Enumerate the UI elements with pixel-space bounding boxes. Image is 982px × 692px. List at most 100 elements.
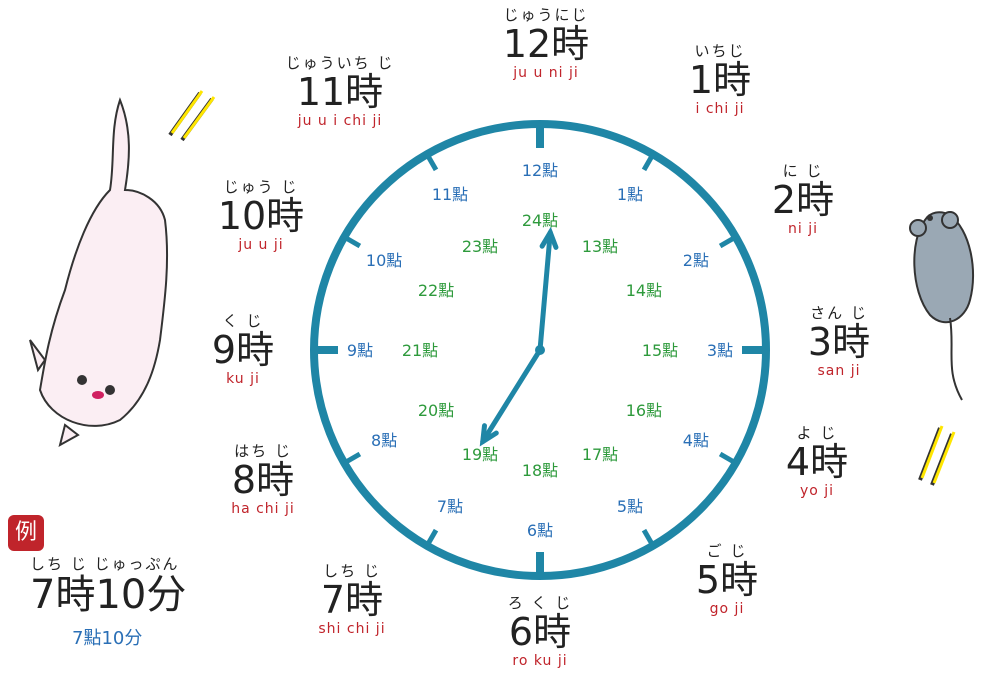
- kanji-label: 2時: [771, 178, 835, 222]
- furigana: じゅう じ: [223, 178, 299, 196]
- kanji-label: 12時: [502, 22, 590, 66]
- hour-label-24h: 15點: [642, 341, 678, 360]
- furigana: はち じ: [234, 442, 292, 460]
- example-label: 7時10分: [30, 572, 187, 618]
- hour-label-11: じゅういち じ 11時 ju u i chi ji: [270, 52, 410, 129]
- clock-center: [535, 345, 545, 355]
- romaji: go ji: [709, 600, 745, 617]
- clock-hands: [479, 226, 559, 447]
- romaji: ju u i chi ji: [297, 112, 383, 129]
- kanji-label: 8時: [231, 458, 295, 502]
- mouse-illustration: [909, 211, 974, 401]
- hour-label-24h: 21點: [402, 341, 438, 360]
- hour-label-8: はち じ 8時 ha chi ji: [208, 440, 318, 517]
- hour-label-12: じゅうにじ 12時 ju u ni ji: [476, 4, 616, 81]
- furigana: よ じ: [796, 424, 838, 442]
- hour-label-4: よ じ 4時 yo ji: [762, 422, 872, 499]
- clock-tick: [718, 234, 737, 249]
- furigana: しち じ: [323, 562, 381, 580]
- minute-hand: [537, 229, 553, 353]
- hour-label-2: に じ 2時 ni ji: [748, 160, 858, 237]
- cat-illustration: [29, 97, 169, 447]
- hour-label-24h: 17點: [582, 445, 618, 464]
- romaji: san ji: [817, 362, 861, 379]
- hour-label-6: ろ く じ 6時 ro ku ji: [480, 592, 600, 669]
- romaji: ro ku ji: [512, 652, 568, 669]
- hour-hand-arrow: [479, 423, 499, 447]
- hour-label-12h: 8點: [371, 431, 397, 450]
- hour-label-12h: 6點: [527, 521, 553, 540]
- kanji-label: 10時: [217, 194, 305, 238]
- motion-lines-icon-right: [918, 425, 956, 486]
- romaji: shi chi ji: [318, 620, 386, 637]
- kanji-label: 3時: [807, 320, 871, 364]
- furigana: ご じ: [706, 542, 748, 560]
- kanji-label: 11時: [296, 70, 384, 114]
- hour-label-5: ご じ 5時 go ji: [672, 540, 782, 617]
- hour-label-24h: 16點: [626, 401, 662, 420]
- hour-label-24h: 24點: [522, 211, 558, 230]
- clock-face: 12點 1點 2點 3點 4點 5點 6點 7點 8點 9點 10點 11點 24點 13點 14點 15點…: [310, 120, 770, 580]
- furigana: じゅういち じ: [285, 54, 395, 72]
- clock-tick: [424, 528, 439, 547]
- hour-label-24h: 23點: [462, 237, 498, 256]
- example-block: しち じ じゅっぷん 7時10分 7點10分: [30, 553, 186, 650]
- hour-label-12h: 4點: [683, 431, 709, 450]
- hour-label-12h: 9點: [347, 341, 373, 360]
- hour-labels-12: 12點 1點 2點 3點 4點 5點 6點 7點 8點 9點 10點 11點: [347, 161, 733, 540]
- example-badge: 例: [8, 515, 44, 551]
- clock-tick: [718, 451, 737, 466]
- kanji-label: 4時: [785, 440, 849, 484]
- hour-label-7: しち じ 7時 shi chi ji: [292, 560, 412, 637]
- kanji-label: 1時: [688, 58, 752, 102]
- hour-label-24h: 14點: [626, 281, 662, 300]
- hour-label-12h: 7點: [437, 497, 463, 516]
- hour-label-24h: 20點: [418, 401, 454, 420]
- hour-label-3: さん じ 3時 san ji: [784, 302, 894, 379]
- hour-label-12h: 12點: [522, 161, 558, 180]
- romaji: ha chi ji: [231, 500, 295, 517]
- hour-label-24h: 18點: [522, 461, 558, 480]
- furigana: さん じ: [810, 304, 868, 322]
- romaji: ju u ji: [238, 236, 284, 253]
- kanji-label: 6時: [508, 610, 572, 654]
- hour-label-12h: 10點: [366, 251, 402, 270]
- hour-label-12h: 5點: [617, 497, 643, 516]
- hour-label-12h: 1點: [617, 185, 643, 204]
- hour-label-12h: 3點: [707, 341, 733, 360]
- clock-tick: [641, 153, 656, 172]
- furigana: に じ: [782, 162, 824, 180]
- furigana: じゅうにじ: [503, 6, 589, 24]
- clock-tick: [641, 528, 656, 547]
- kanji-label: 5時: [695, 558, 759, 602]
- furigana: いちじ: [694, 42, 746, 60]
- kanji-label: 7時: [320, 578, 384, 622]
- minute-hand-arrow: [539, 226, 559, 250]
- romaji: ku ji: [226, 370, 260, 387]
- example-furigana: しち じ じゅっぷん: [30, 555, 180, 573]
- clock-ticks: [314, 124, 766, 576]
- hour-label-12h: 2點: [683, 251, 709, 270]
- hour-label-12h: 11點: [432, 185, 468, 204]
- example-chinese: 7點10分: [72, 628, 143, 649]
- hour-labels-24: 24點 13點 14點 15點 16點 17點 18點 19點 20點 21點 22點 23點: [402, 211, 678, 480]
- furigana: く じ: [222, 312, 264, 330]
- hour-label-24h: 13點: [582, 237, 618, 256]
- clock-tick: [343, 451, 362, 466]
- hour-label-9: く じ 9時 ku ji: [188, 310, 298, 387]
- hour-label-1: いちじ 1時 i chi ji: [660, 40, 780, 117]
- romaji: ni ji: [788, 220, 818, 237]
- furigana: ろ く じ: [507, 594, 573, 612]
- romaji: yo ji: [799, 482, 835, 499]
- hour-label-10: じゅう じ 10時 ju u ji: [196, 176, 326, 253]
- clock-tick: [343, 234, 362, 249]
- kanji-label: 9時: [211, 328, 275, 372]
- hour-hand: [480, 347, 543, 445]
- romaji: i chi ji: [695, 100, 745, 117]
- hour-label-24h: 22點: [418, 281, 454, 300]
- motion-lines-icon: [168, 90, 216, 142]
- clock-tick: [424, 153, 439, 172]
- hour-label-24h: 19點: [462, 445, 498, 464]
- romaji: ju u ni ji: [513, 64, 579, 81]
